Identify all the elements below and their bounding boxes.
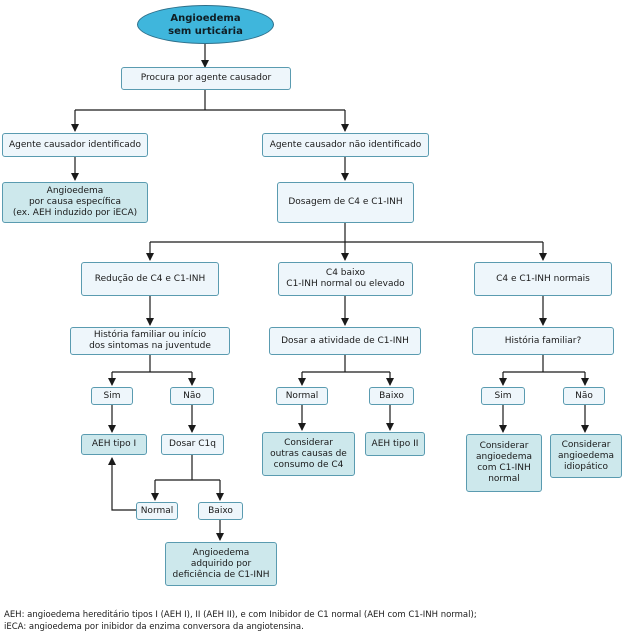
normal-c1inh-angioedema-result: Considerar angioedema com C1-INH normal bbox=[466, 434, 542, 492]
c1q-low-box: Baixo bbox=[198, 502, 243, 520]
family-history-box: História familiar? bbox=[472, 327, 614, 355]
aeh-type2-result: AEH tipo II bbox=[365, 432, 425, 456]
specific-cause-result: Angioedema por causa específica (ex. AEH… bbox=[2, 182, 148, 223]
branch1-yes-box: Sim bbox=[91, 387, 133, 405]
c1q-normal-box: Normal bbox=[136, 502, 178, 520]
footnote-aeh: AEH: angioedema hereditário tipos I (AEH… bbox=[4, 610, 477, 620]
reduced-c4-c1inh-box: Redução de C4 e C1-INH bbox=[81, 262, 219, 296]
branch3-yes-box: Sim bbox=[481, 387, 525, 405]
agent-identified-box: Agente causador identificado bbox=[2, 133, 148, 157]
agent-not-identified-box: Agente causador não identificado bbox=[262, 133, 429, 157]
family-history-youth-box: História familiar ou início dos sintomas… bbox=[70, 327, 230, 355]
acquired-angioedema-result: Angioedema adquirido por deficiência de … bbox=[165, 542, 277, 586]
footnote-ieca: iECA: angioedema por inibidor da enzima … bbox=[4, 622, 304, 632]
dosage-box: Dosagem de C4 e C1-INH bbox=[277, 182, 414, 223]
search-agent-box: Procura por agente causador bbox=[121, 67, 291, 90]
branch2-normal-box: Normal bbox=[276, 387, 328, 405]
branch1-no-box: Não bbox=[170, 387, 214, 405]
idiopathic-angioedema-result: Considerar angioedema idiopático bbox=[550, 434, 622, 478]
branch2-low-box: Baixo bbox=[369, 387, 414, 405]
aeh-type1-result: AEH tipo I bbox=[81, 434, 147, 455]
low-c4-normal-c1inh-box: C4 baixo C1-INH normal ou elevado bbox=[278, 262, 413, 296]
start-node: Angioedema sem urticária bbox=[137, 5, 274, 44]
branch3-no-box: Não bbox=[563, 387, 605, 405]
normal-c4-c1inh-box: C4 e C1-INH normais bbox=[474, 262, 612, 296]
c1inh-activity-box: Dosar a atividade de C1-INH bbox=[269, 327, 421, 355]
other-c4-causes-result: Considerar outras causas de consumo de C… bbox=[262, 432, 355, 476]
dose-c1q-box: Dosar C1q bbox=[161, 434, 224, 455]
